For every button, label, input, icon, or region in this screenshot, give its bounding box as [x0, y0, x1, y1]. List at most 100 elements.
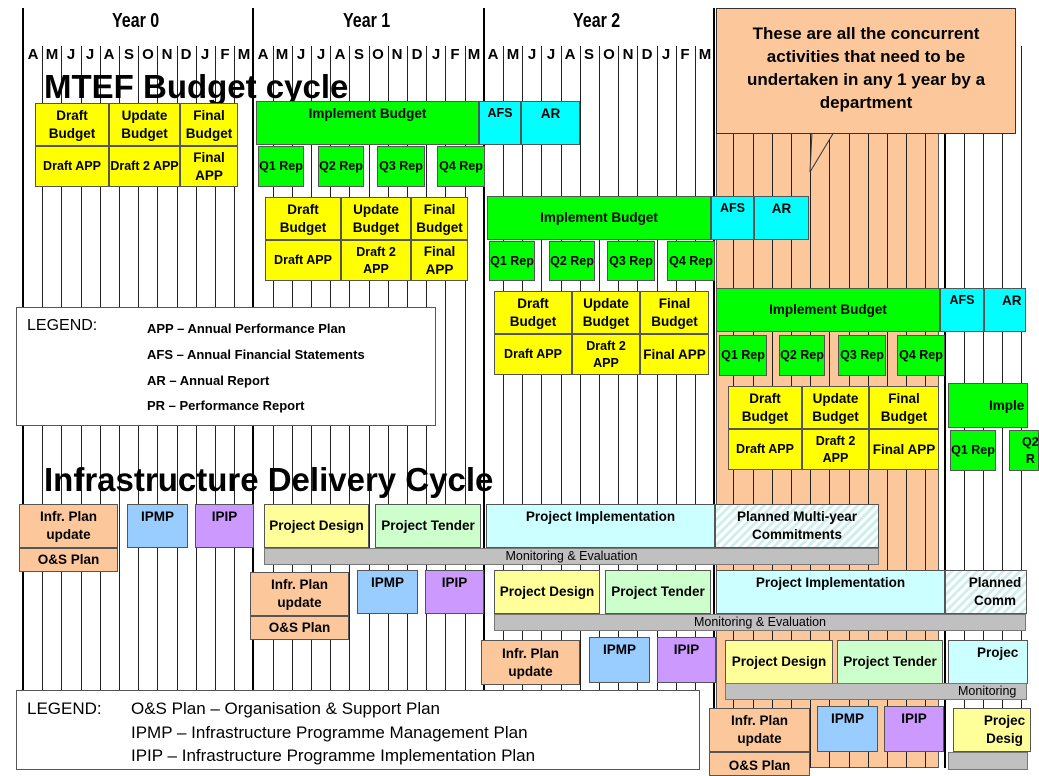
final-app-box: Final APP	[869, 429, 939, 470]
final-app-box: Final APP	[640, 334, 709, 375]
month-gridline	[580, 46, 581, 768]
month-gridline	[676, 46, 677, 768]
draft2-app-box: Draft 2 APP	[341, 240, 411, 281]
legend-item-ipip: IPIP – Infrastructure Programme Implemen…	[131, 746, 536, 765]
q3-report-box: Q3 Rep	[607, 241, 655, 281]
update-budget-box: Update Budget	[109, 103, 180, 146]
q1-report-box: Q1 Rep	[950, 430, 996, 471]
draft-app-box: Draft APP	[728, 429, 802, 470]
q2-report-box: Q2 Rep	[318, 146, 364, 187]
month-gridline	[637, 46, 638, 768]
ar-box: AR	[754, 196, 809, 240]
q4-report-box: Q4 Rep	[667, 241, 715, 281]
q1-report-box: Q1 Rep	[258, 146, 304, 187]
month-gridline	[561, 46, 562, 768]
legend-item-app: APP – Annual Performance Plan	[147, 321, 346, 336]
ipip-box: IPIP	[195, 504, 254, 548]
month-label: J	[661, 46, 671, 63]
year-divider	[944, 8, 946, 768]
final-app-box: Final APP	[180, 146, 238, 187]
month-label: M	[275, 46, 289, 63]
draft-budget-box: Draft Budget	[265, 197, 341, 240]
planned-multi-year-box-truncated: Planned Comm	[945, 570, 1027, 614]
ipip-box: IPIP	[657, 637, 716, 683]
year-divider	[483, 8, 485, 768]
month-gridline	[599, 46, 600, 768]
month-label: A	[27, 46, 39, 63]
month-gridline	[541, 46, 542, 768]
month-label: N	[391, 46, 403, 63]
month-label: S	[353, 46, 364, 63]
project-implementation-box-truncated: Projec	[948, 640, 1028, 684]
infra-plan-update-box: Infr. Plan update	[709, 708, 810, 752]
month-label: J	[200, 46, 210, 63]
month-label: O	[603, 46, 615, 63]
draft-app-box: Draft APP	[265, 240, 341, 281]
month-label: M	[45, 46, 59, 63]
project-tender-box: Project Tender	[837, 640, 943, 684]
update-budget-box: Update Budget	[572, 291, 640, 334]
q1-report-box: Q1 Rep	[489, 241, 535, 281]
draft-budget-box: Draft Budget	[494, 291, 572, 334]
infra-plan-update-box: Infr. Plan update	[481, 640, 580, 685]
month-gridline	[618, 46, 619, 768]
q2-report-box-truncated: Q2 R	[1009, 430, 1039, 471]
legend-item-os-plan: O&S Plan – Organisation & Support Plan	[131, 699, 441, 718]
month-label: M	[698, 46, 712, 63]
q4-report-box: Q4 Rep	[897, 335, 945, 376]
month-gridline	[503, 46, 504, 768]
ipmp-box: IPMP	[357, 570, 418, 614]
q1-report-box: Q1 Rep	[719, 335, 767, 376]
draft-app-box: Draft APP	[494, 334, 572, 375]
month-gridline	[465, 46, 466, 768]
ar-box: AR	[521, 101, 580, 145]
month-label: A	[257, 46, 269, 63]
year-label-2: Year 2	[573, 10, 621, 32]
project-tender-box: Project Tender	[375, 504, 481, 548]
month-label: O	[372, 46, 384, 63]
q4-report-box: Q4 Rep	[437, 146, 485, 187]
month-label: M	[467, 46, 481, 63]
final-budget-box: Final Budget	[640, 291, 709, 334]
month-label: F	[680, 46, 690, 63]
month-label: A	[487, 46, 499, 63]
month-label: J	[66, 46, 76, 63]
month-label: M	[237, 46, 251, 63]
project-design-box-truncated: Projec Desig	[953, 708, 1031, 752]
legend-item-pr: PR – Performance Report	[147, 398, 305, 413]
month-label: D	[641, 46, 653, 63]
infra-legend-title: LEGEND:	[27, 699, 102, 718]
implement-budget-box: Implement Budget	[716, 288, 940, 332]
draft2-app-box: Draft 2 APP	[572, 334, 640, 375]
month-gridline	[522, 46, 523, 768]
infra-plan-update-box: Infr. Plan update	[250, 572, 349, 616]
legend-item-afs: AFS – Annual Financial Statements	[147, 347, 365, 362]
month-label: O	[142, 46, 154, 63]
final-budget-box: Final Budget	[411, 197, 468, 240]
month-label: N	[622, 46, 634, 63]
month-label: M	[506, 46, 520, 63]
os-plan-box: O&S Plan	[250, 616, 349, 640]
q3-report-box: Q3 Rep	[377, 146, 425, 187]
implement-budget-box-truncated: Imple	[948, 383, 1028, 428]
draft2-app-box: Draft 2 APP	[802, 429, 869, 470]
project-tender-box: Project Tender	[605, 570, 711, 614]
final-budget-box: Final Budget	[869, 386, 939, 429]
ipmp-box: IPMP	[127, 504, 188, 548]
os-plan-box: O&S Plan	[19, 548, 118, 572]
month-label: A	[103, 46, 115, 63]
monitoring-evaluation-bar-truncated	[948, 752, 1028, 770]
ipmp-box: IPMP	[589, 637, 650, 683]
q2-report-box: Q2 Rep	[779, 335, 825, 376]
draft2-app-box: Draft 2 APP	[109, 146, 180, 187]
project-implementation-box: Project Implementation	[716, 570, 945, 614]
budget-legend: LEGEND: APP – Annual Performance Plan AF…	[16, 307, 436, 426]
month-label: J	[431, 46, 441, 63]
draft-budget-box: Draft Budget	[35, 103, 109, 146]
project-design-box: Project Design	[494, 570, 600, 614]
infra-legend: LEGEND: O&S Plan – Organisation & Suppor…	[16, 690, 700, 770]
monitoring-evaluation-bar: Monitoring & Evaluation	[264, 548, 879, 565]
afs-box: AFS	[711, 196, 754, 240]
month-label: D	[411, 46, 423, 63]
month-label: J	[527, 46, 537, 63]
